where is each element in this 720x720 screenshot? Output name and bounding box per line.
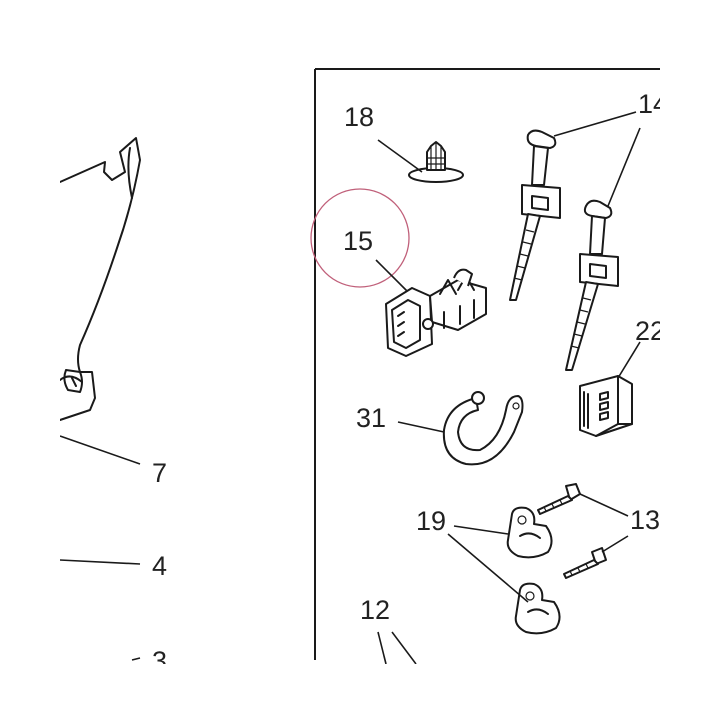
part-12-leaders: [377, 631, 417, 665]
callout-15: 15: [343, 226, 373, 256]
connector-part-15: [375, 259, 487, 357]
parts-box-frame: [314, 68, 660, 660]
p-clip-part-19-b: [447, 533, 561, 635]
cable-tie-part-14-a: [509, 111, 637, 301]
callout-4: 4: [152, 551, 167, 581]
callout-31: 31: [356, 403, 386, 433]
bottom-crop-mask: [0, 664, 720, 720]
screw-part-13-b: [563, 535, 629, 579]
module-part-22: [579, 341, 641, 437]
callout-12: 12: [360, 595, 390, 625]
screw-part-13-a: [537, 483, 629, 517]
callout-13: 13: [630, 505, 660, 535]
right-crop-mask: [660, 0, 720, 720]
callout-18: 18: [344, 102, 374, 132]
clamp-ring-part-31: [397, 391, 524, 466]
cable-tie-part-14-b: [565, 127, 641, 371]
highlight-circle: [310, 188, 410, 288]
callout-7: 7: [152, 458, 167, 488]
push-rivet-part-18: [377, 139, 464, 183]
left-crop-mask: [0, 0, 60, 720]
large-bracket-part: [59, 137, 141, 661]
callout-19: 19: [416, 506, 446, 536]
p-clip-part-19-a: [453, 506, 553, 559]
